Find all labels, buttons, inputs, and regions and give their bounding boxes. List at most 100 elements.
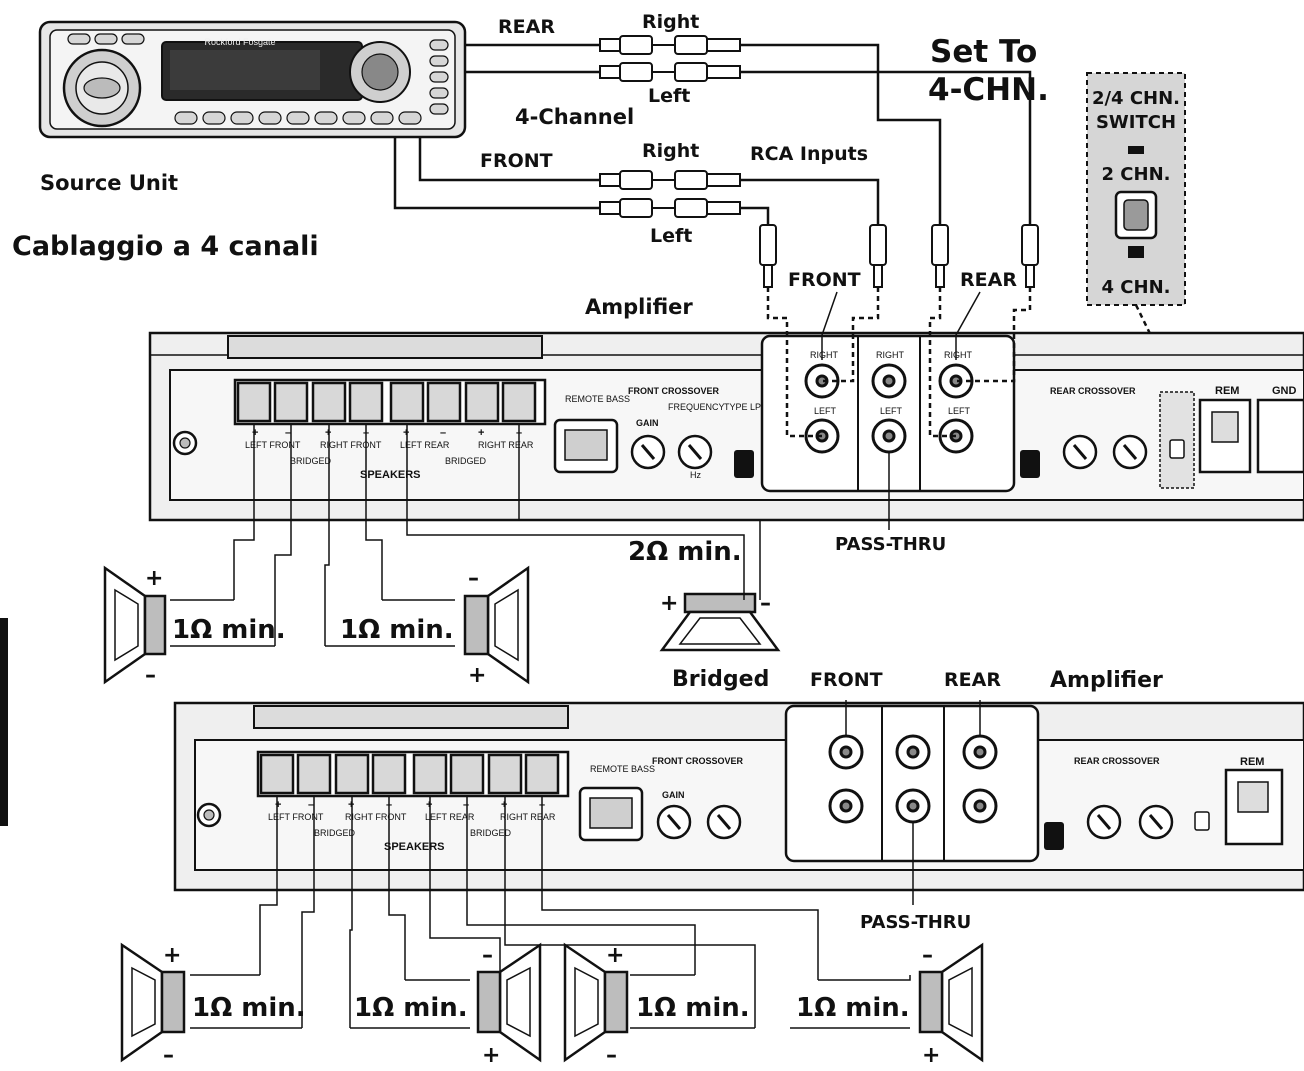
speakers-label: SPEAKERS: [360, 469, 421, 481]
right-rear-label-b: RIGHT REAR: [500, 812, 556, 822]
jack-right-3: RIGHT: [944, 350, 973, 360]
set-to-line2: 4-CHN.: [928, 72, 1049, 108]
jack-left-1: LEFT: [814, 406, 837, 416]
pass-thru-top: PASS-THRU: [835, 534, 946, 555]
rear-label-amp-top: REAR: [960, 269, 1017, 291]
speaker-top-right-minus: –: [468, 566, 479, 591]
speaker-bottom-1-minus: –: [163, 1043, 174, 1068]
speakers-label-b: SPEAKERS: [384, 841, 445, 853]
rear-label-amp-bottom: REAR: [944, 669, 1001, 691]
rear-type-switch-icon-b: [1044, 822, 1064, 850]
source-unit: Rockford Fosgate: [40, 22, 465, 137]
jack-left-2: LEFT: [880, 406, 903, 416]
pass-thru-bottom: PASS-THRU: [860, 912, 971, 933]
front-type-switch-icon: [734, 450, 754, 478]
left-edge-bar: [0, 618, 8, 826]
amplifier-label-bottom: Amplifier: [1050, 668, 1163, 693]
jack-right-1: RIGHT: [810, 350, 839, 360]
speaker-bottom-2-impedance: 1Ω min.: [354, 993, 468, 1023]
speaker-top-left-minus: –: [145, 663, 156, 688]
speaker-center-plus: +: [660, 591, 678, 616]
page-title: Cablaggio a 4 canali: [12, 231, 319, 262]
frequency-label: FREQUENCY: [668, 402, 725, 412]
left-label-front: Left: [650, 225, 692, 247]
right-front-label-b: RIGHT FRONT: [345, 812, 407, 822]
speaker-top-right-impedance: 1Ω min.: [340, 615, 454, 645]
remote-bass-label: REMOTE BASS: [565, 394, 630, 404]
amp-2-4-switch-icon: [1170, 440, 1184, 458]
switch-title-1: 2/4 CHN.: [1092, 88, 1180, 109]
bridged-label-b1: BRIDGED: [314, 828, 356, 838]
gain-label: GAIN: [636, 418, 659, 428]
svg-text:+: +: [501, 799, 507, 811]
speaker-bottom-2-plus: +: [482, 1043, 500, 1068]
rear-type-switch-icon: [1020, 450, 1040, 478]
rear-label: REAR: [498, 16, 555, 38]
svg-text:+: +: [478, 427, 484, 439]
svg-text:–: –: [440, 427, 446, 439]
front-crossover-label: FRONT CROSSOVER: [628, 386, 720, 396]
speaker-bottom-1-plus: +: [163, 943, 181, 968]
speaker-top-left-impedance: 1Ω min.: [172, 615, 286, 645]
speaker-center-impedance: 2Ω min.: [628, 537, 742, 567]
svg-text:–: –: [463, 799, 469, 811]
set-to-line1: Set To: [930, 34, 1037, 70]
right-label-rear: Right: [642, 11, 699, 33]
speaker-terminals-top: [235, 380, 545, 424]
front-label-top: FRONT: [480, 150, 553, 172]
amplifier-top: +– +– +– +– LEFT FRONT RIGHT FRONT LEFT …: [150, 333, 1304, 520]
front-label-amp-bottom: FRONT: [810, 669, 883, 691]
svg-text:+: +: [403, 427, 409, 439]
svg-text:+: +: [275, 799, 281, 811]
speaker-bottom-3-minus: –: [606, 1043, 617, 1068]
front-crossover-label-b: FRONT CROSSOVER: [652, 756, 744, 766]
speaker-bottom-3-plus: +: [606, 943, 624, 968]
bridged-label-2: BRIDGED: [445, 456, 487, 466]
svg-text:–: –: [308, 799, 314, 811]
amplifier-bottom: +– +– +– +– LEFT FRONT RIGHT FRONT LEFT …: [175, 700, 1304, 905]
amplifier-label-top: Amplifier: [585, 295, 693, 319]
switch-option-4: 4 CHN.: [1102, 277, 1171, 298]
rear-crossover-label: REAR CROSSOVER: [1050, 386, 1136, 396]
rca-plug-rear-left: [600, 63, 740, 81]
rca-plug-front-right: [600, 171, 740, 189]
speaker-bottom-3-impedance: 1Ω min.: [636, 993, 750, 1023]
jack-right-2: RIGHT: [876, 350, 905, 360]
speaker-center-minus: –: [760, 591, 771, 616]
svg-text:+: +: [426, 799, 432, 811]
rear-crossover-label-b: REAR CROSSOVER: [1074, 756, 1160, 766]
right-label-front: Right: [642, 140, 699, 162]
jack-left-3: LEFT: [948, 406, 971, 416]
speaker-bottom-4-minus: –: [922, 943, 933, 968]
svg-text:+: +: [325, 427, 331, 439]
channel-label: 4-Channel: [515, 105, 634, 129]
speaker-bottom-2-minus: –: [482, 943, 493, 968]
source-unit-label: Source Unit: [40, 171, 178, 195]
switch-title-2: SWITCH: [1096, 112, 1176, 133]
speaker-bottom-1-impedance: 1Ω min.: [192, 993, 306, 1023]
bridged-label-bottom: Bridged: [672, 667, 769, 692]
remote-bass-label-b: REMOTE BASS: [590, 764, 655, 774]
svg-text:–: –: [285, 427, 291, 439]
speaker-top-left-plus: +: [145, 566, 163, 591]
speaker-top-right-plus: +: [468, 663, 486, 688]
amp-2-4-switch-icon-b: [1195, 812, 1209, 830]
speaker-bottom-4-impedance: 1Ω min.: [796, 993, 910, 1023]
rca-plug-front-left: [600, 199, 740, 217]
svg-text:+: +: [252, 427, 258, 439]
bridged-label-1: BRIDGED: [290, 456, 332, 466]
switch-option-2: 2 CHN.: [1102, 164, 1171, 185]
rem-label-b: REM: [1240, 756, 1264, 768]
svg-text:+: +: [348, 799, 354, 811]
gnd-label: GND: [1272, 385, 1297, 397]
brand-text: Rockford Fosgate: [204, 37, 275, 47]
gain-label-b: GAIN: [662, 790, 685, 800]
right-rear-label: RIGHT REAR: [478, 440, 534, 450]
speaker-bottom-4-plus: +: [922, 1043, 940, 1068]
rca-inputs-label: RCA Inputs: [750, 143, 868, 165]
left-label-rear: Left: [648, 85, 690, 107]
hz-label: Hz: [690, 470, 701, 480]
speaker-terminals-bottom: [258, 752, 568, 796]
rca-plug-rear-right: [600, 36, 740, 54]
